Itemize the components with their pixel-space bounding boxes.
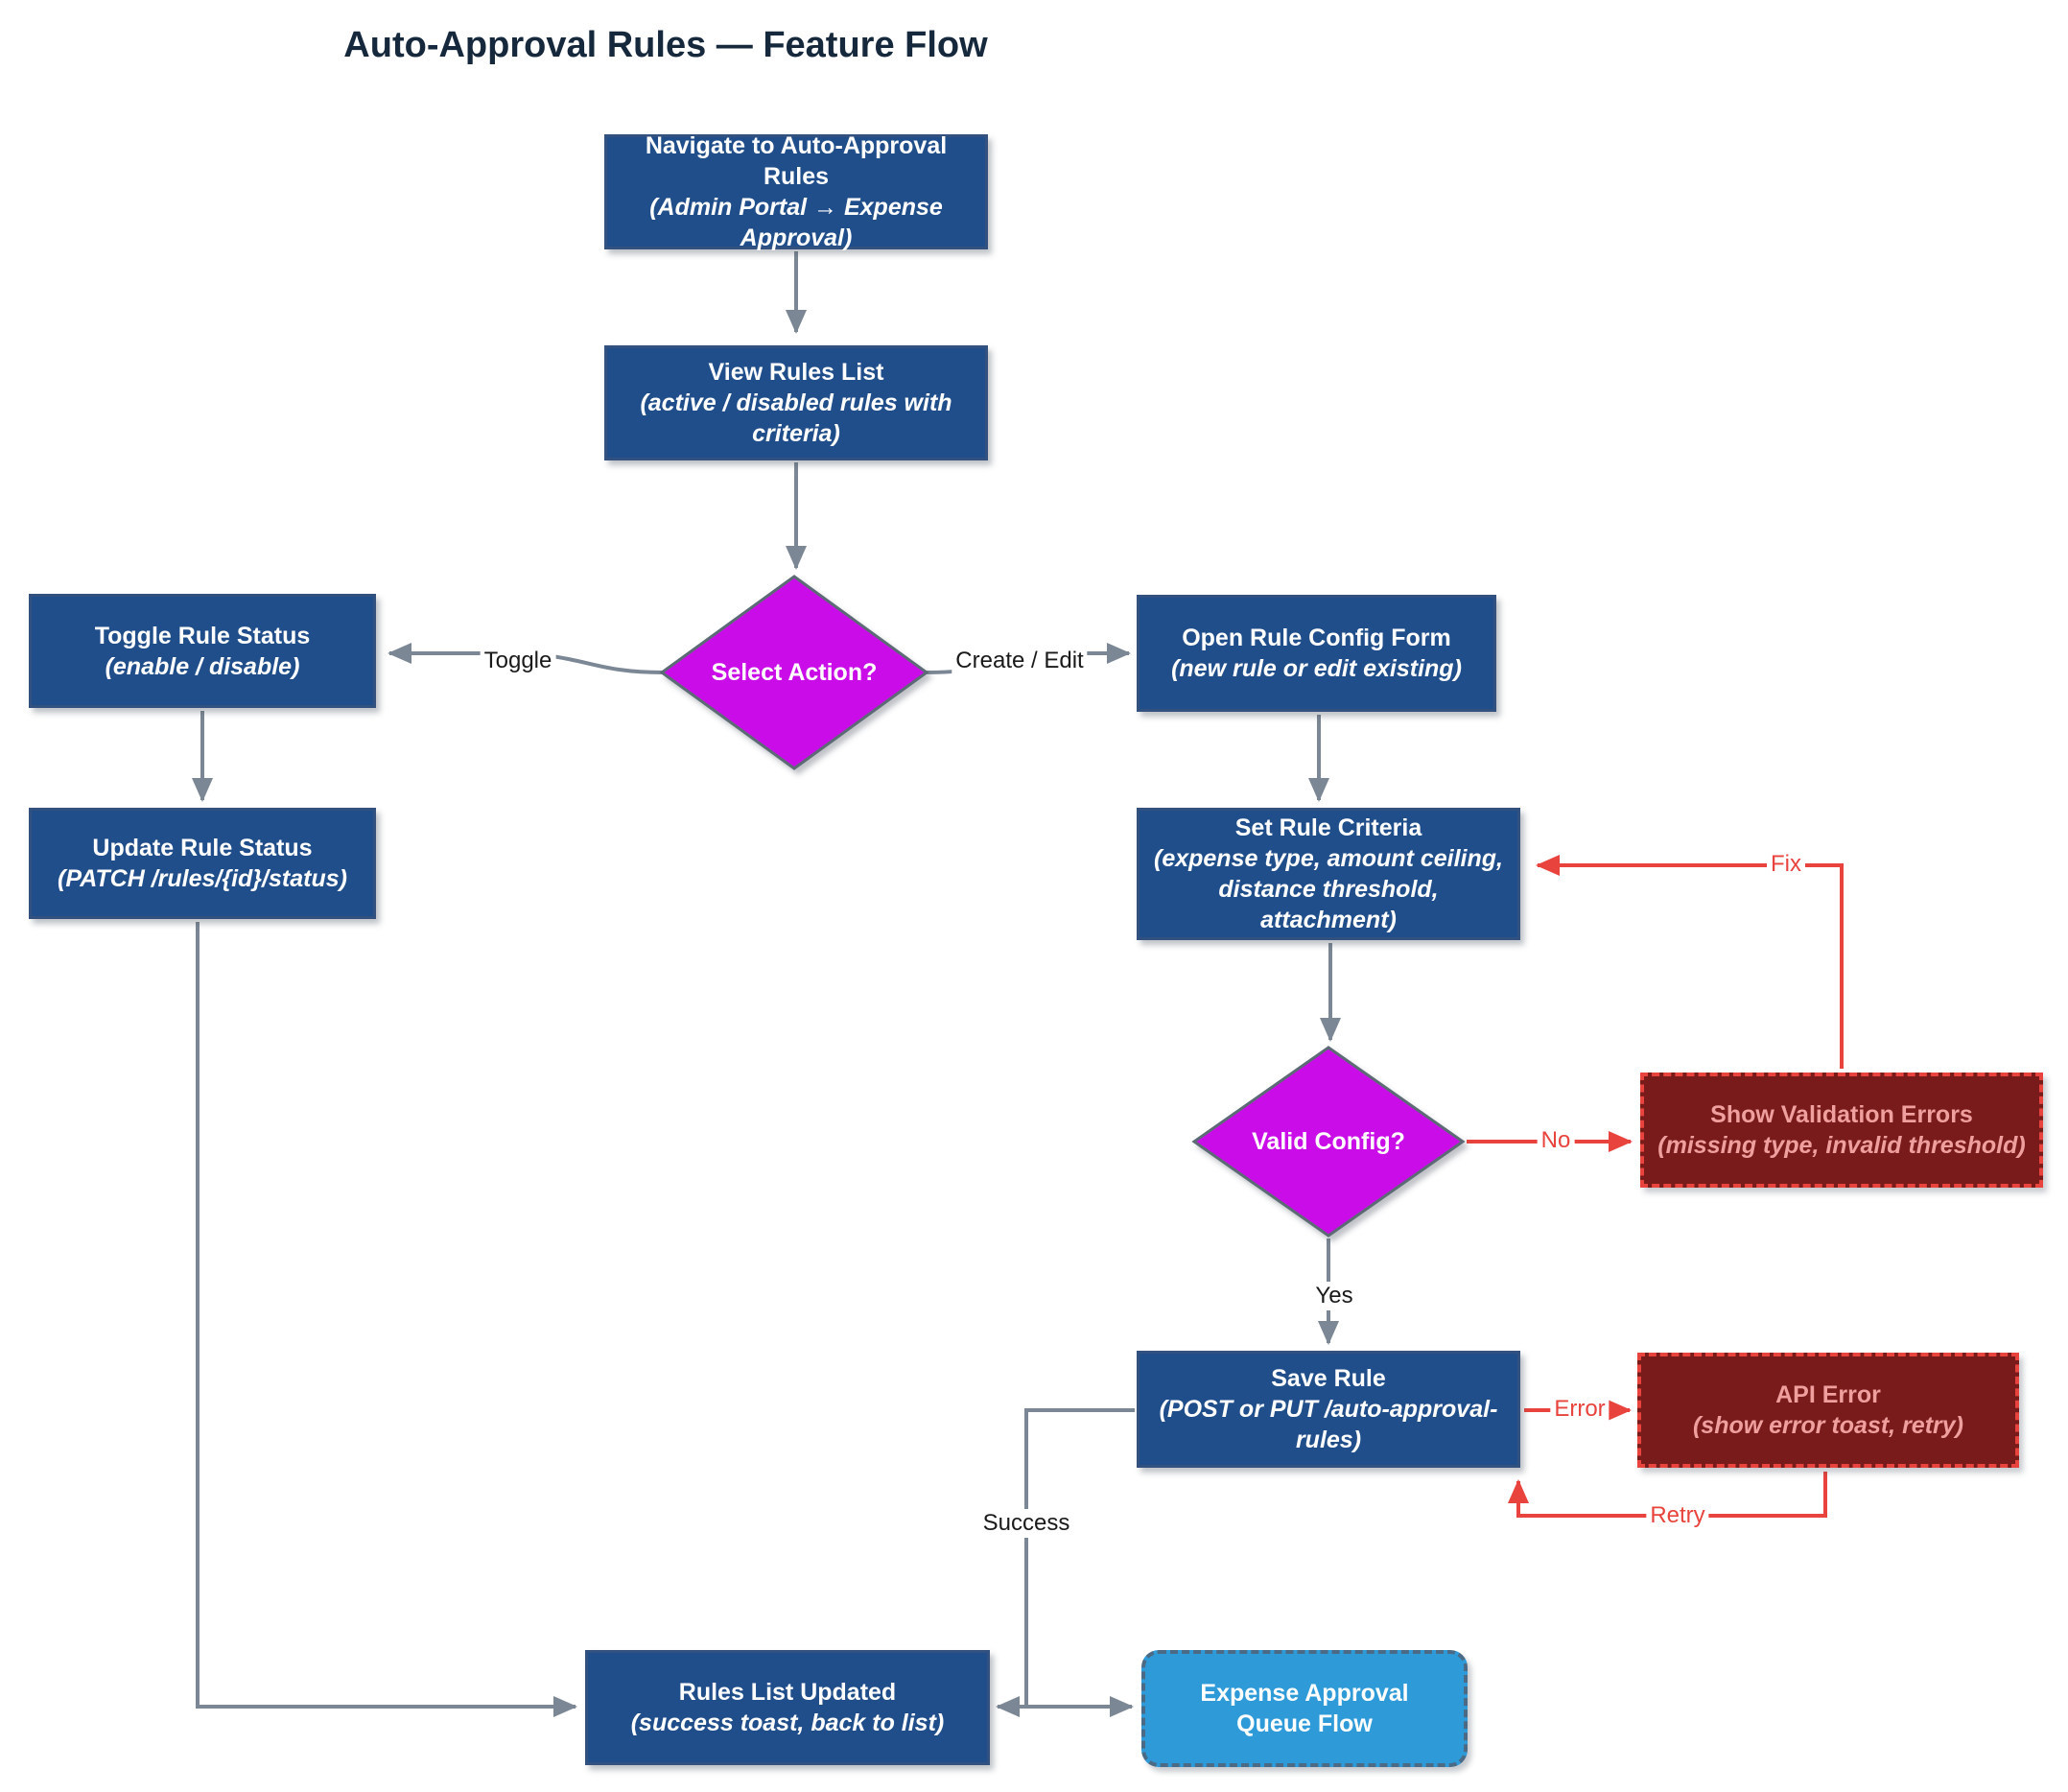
- node-navigate-sub: (Admin Portal → Expense Approval): [649, 194, 943, 251]
- decision-valid-config-diamond: [1191, 1046, 1466, 1238]
- edge-label-no: No: [1537, 1126, 1575, 1155]
- node-rules-updated-sub: (success toast, back to list): [630, 1709, 945, 1736]
- edge-saverule-to-rulesupdated-success: [996, 1408, 1135, 1717]
- node-open-config: Open Rule Config Form (new rule or edit …: [1137, 595, 1496, 712]
- node-validation-errors-label: Show Validation Errors: [1710, 1101, 1973, 1128]
- node-view-rules: View Rules List (active / disabled rules…: [604, 345, 988, 460]
- node-set-criteria-label: Set Rule Criteria: [1234, 814, 1422, 841]
- edge-updatestatus-to-rulesupdated: [196, 922, 577, 1717]
- node-toggle-status: Toggle Rule Status (enable / disable): [29, 594, 376, 708]
- decision-valid-config-label: Valid Config?: [1252, 1127, 1405, 1155]
- edge-label-fix: Fix: [1767, 850, 1805, 879]
- node-open-config-sub: (new rule or edit existing): [1171, 655, 1462, 682]
- node-rules-updated-label: Rules List Updated: [678, 1679, 897, 1706]
- node-api-error: API Error (show error toast, retry): [1637, 1353, 2019, 1468]
- node-update-status: Update Rule Status (PATCH /rules/{id}/st…: [29, 808, 376, 919]
- decision-select-action-label: Select Action?: [711, 658, 878, 686]
- node-save-rule-sub: (POST or PUT /auto-approval-rules): [1159, 1396, 1498, 1453]
- node-validation-errors: Show Validation Errors (missing type, in…: [1640, 1073, 2043, 1188]
- node-navigate-label: Navigate to Auto-Approval Rules: [645, 132, 948, 190]
- node-api-error-sub: (show error toast, retry): [1692, 1412, 1963, 1439]
- node-validation-errors-sub: (missing type, invalid threshold): [1657, 1132, 2026, 1159]
- edge-label-retry: Retry: [1646, 1501, 1709, 1530]
- node-save-rule: Save Rule (POST or PUT /auto-approval-ru…: [1137, 1351, 1520, 1468]
- node-toggle-status-label: Toggle Rule Status: [94, 622, 311, 649]
- node-rules-updated: Rules List Updated (success toast, back …: [585, 1650, 990, 1765]
- node-update-status-label: Update Rule Status: [92, 835, 313, 861]
- node-toggle-status-sub: (enable / disable): [105, 652, 300, 680]
- page-title: Auto-Approval Rules — Feature Flow: [343, 25, 988, 65]
- edge-label-error: Error: [1550, 1395, 1610, 1424]
- node-set-criteria: Set Rule Criteria (expense type, amount …: [1137, 808, 1520, 940]
- edge-validationerrors-to-setcriteria-fix: [1536, 855, 1844, 1069]
- node-queue-flow-label: Expense Approval Queue Flow: [1200, 1680, 1409, 1737]
- node-open-config-label: Open Rule Config Form: [1182, 625, 1451, 651]
- node-save-rule-label: Save Rule: [1271, 1365, 1386, 1392]
- node-view-rules-sub: (active / disabled rules with criteria): [640, 389, 952, 447]
- node-set-criteria-sub: (expense type, amount ceiling, distance …: [1154, 845, 1503, 933]
- node-navigate: Navigate to Auto-Approval Rules (Admin P…: [604, 132, 988, 251]
- decision-select-action-diamond: [659, 575, 929, 770]
- node-api-error-label: API Error: [1775, 1381, 1881, 1408]
- edge-label-create-edit: Create / Edit: [952, 647, 1088, 675]
- node-queue-flow: Expense Approval Queue Flow: [1141, 1650, 1468, 1767]
- edge-label-success: Success: [978, 1509, 1074, 1538]
- edge-label-yes: Yes: [1311, 1282, 1357, 1310]
- edge-label-toggle: Toggle: [480, 647, 556, 675]
- node-view-rules-label: View Rules List: [708, 359, 884, 386]
- node-update-status-sub: (PATCH /rules/{id}/status): [58, 865, 347, 892]
